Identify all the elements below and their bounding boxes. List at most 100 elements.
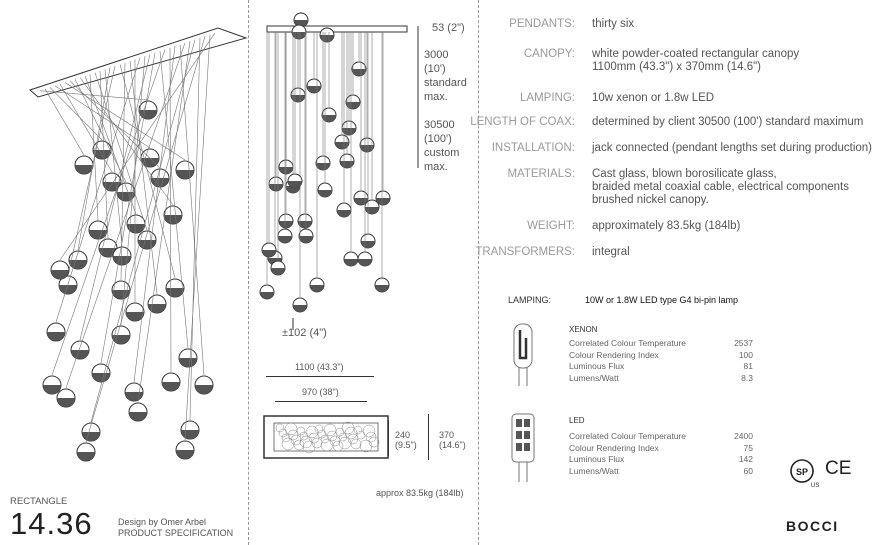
glass-pendant <box>357 251 373 267</box>
pendant-plan-mark <box>347 433 359 445</box>
coax-cable <box>129 60 158 295</box>
glass-pendant <box>163 205 183 225</box>
coax-cable <box>99 70 109 239</box>
spec-value-line: approximately 83.5kg (184lb) <box>592 220 741 232</box>
spec-label: LAMPING: <box>520 92 575 104</box>
pendant-plan-mark <box>359 439 373 453</box>
perspective-drawing <box>29 27 248 462</box>
xenon-title: XENON <box>569 325 598 334</box>
glass-pendant <box>359 137 375 153</box>
pendant-plan-mark <box>329 435 341 447</box>
pendant-plan-mark <box>320 438 334 452</box>
pendant-plan-mark <box>362 424 376 438</box>
pendant-plan-mark <box>320 434 330 444</box>
inner-width-line <box>275 401 367 402</box>
glass-pendant <box>292 297 308 313</box>
doc-type: PRODUCT SPECIFICATION <box>118 528 234 538</box>
coax-cable <box>133 46 176 383</box>
glass-pendant <box>343 251 359 267</box>
glass-pendant <box>56 388 76 408</box>
pendant-plan-mark <box>323 423 337 437</box>
glass-pendant <box>76 442 96 462</box>
pendant-plan-mark <box>278 428 288 438</box>
xenon-lamp-icon <box>513 323 533 386</box>
spec-value-line: braided metal coaxial cable, electrical … <box>592 181 849 193</box>
weight-label: approx 83.5kg (184lb) <box>376 488 464 498</box>
glass-pendant <box>290 87 306 103</box>
glass-pendant <box>375 190 391 206</box>
spec-value-line: jack connected (pendant lengths set duri… <box>592 142 873 154</box>
glass-pendant <box>297 213 313 229</box>
spec-value-line: Cast glass, blown borosilicate glass, <box>592 168 777 180</box>
coax-cable <box>79 54 151 341</box>
spec-label: INSTALLATION: <box>491 142 575 154</box>
coax-cable <box>59 83 113 173</box>
glass-pendant <box>178 348 198 368</box>
lamping-desc: 10W or 1.8W LED type G4 bi-pin lamp <box>585 295 739 305</box>
pendant-plan-mark <box>284 422 298 436</box>
spec-value: Cast glass, blown borosilicate glass,bra… <box>592 168 849 207</box>
spec-value-line: 10w xenon or 1.8w LED <box>592 92 715 104</box>
glass-pendant <box>175 160 195 180</box>
glass-pendant <box>306 78 322 94</box>
coax-cable <box>59 32 216 261</box>
glass-pendant <box>336 202 352 218</box>
spec-value-line: determined by client 30500 (100') standa… <box>592 116 864 128</box>
coax-cable <box>137 41 191 403</box>
outer-width-label: 1100 (43.3") <box>295 362 344 372</box>
coax-cable <box>89 74 99 221</box>
lamp-spec-label: Luminous Flux <box>569 454 625 464</box>
pendant-plan-mark <box>365 431 377 443</box>
glass-pendant <box>360 233 376 249</box>
pendant-plan-mark <box>326 430 338 442</box>
spec-value: 10w xenon or 1.8w LED <box>592 92 714 105</box>
spec-label: PENDANTS: <box>509 18 575 30</box>
lamp-spec-label: Luminous Flux <box>569 361 625 371</box>
glass-pendant <box>91 363 111 383</box>
lamp-spec-label: Correlated Colour Temperature <box>569 338 687 348</box>
glass-pendant <box>293 12 309 28</box>
product-number: 14.36 <box>10 506 93 541</box>
svg-text:SP: SP <box>796 467 808 477</box>
coax-cable <box>119 64 176 279</box>
pendant-plan-mark <box>338 432 348 442</box>
pendant-plan-mark <box>311 437 323 449</box>
glass-pendant <box>112 246 132 266</box>
glass-pendant <box>351 61 367 77</box>
glass-pendant <box>321 107 337 123</box>
spec-label: LENGTH OF COAX: <box>470 116 575 128</box>
coax-cable <box>69 80 161 169</box>
glass-pendant <box>339 153 355 169</box>
pendant-plan-mark <box>335 427 345 437</box>
inner-width-label: 970 (38") <box>302 387 339 397</box>
glass-pendant <box>50 260 70 280</box>
glass-pendant <box>334 134 350 150</box>
lamping-title: LAMPING: <box>508 295 552 305</box>
brand-logo: BOCCI <box>786 518 839 534</box>
spec-value: approximately 83.5kg (184lb) <box>592 220 740 233</box>
coax-cable <box>55 57 141 323</box>
glass-pendant <box>92 140 112 160</box>
glass-pendant <box>319 27 335 43</box>
pendant-plan-mark <box>296 426 306 436</box>
coax-cable <box>184 34 211 441</box>
pendant-plan-mark <box>290 434 302 446</box>
spec-label: CANOPY: <box>523 48 575 60</box>
coax-cable <box>120 56 146 326</box>
pendant-plan-mark <box>344 426 358 440</box>
glass-pendant <box>180 420 200 440</box>
csa-certification-icon: SP US <box>790 459 819 488</box>
pendant-plan-mark <box>275 423 285 433</box>
coax-cable <box>189 37 201 421</box>
coax-cable <box>67 65 116 276</box>
pendant-plan-mark <box>293 439 305 451</box>
glass-pendant <box>165 278 185 298</box>
glass-pendant <box>315 155 331 171</box>
inner-depth-label: 240(9.5") <box>395 430 417 450</box>
led-lamp-icon <box>511 413 535 482</box>
